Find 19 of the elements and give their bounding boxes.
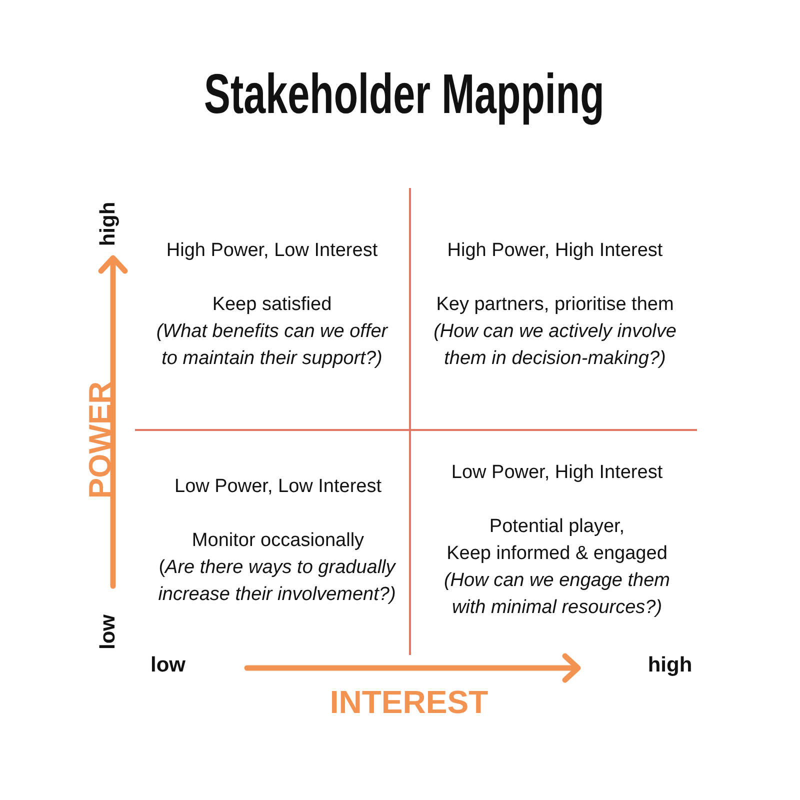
axis-end-label: low	[150, 654, 186, 676]
quadrant-question: (How can we engage them with minimal resources?)	[442, 569, 671, 620]
axis-end-label: low	[98, 614, 118, 650]
quadrant-heading: Low Power, High Interest	[450, 461, 664, 485]
quadrant-question: (How can we actively involve them in decision-making?)	[432, 320, 678, 371]
quadrant-question: (Are there ways to gradually increase their involvement?)	[157, 556, 397, 607]
quadrant-action: Potential player, Keep informed & engaged	[446, 515, 668, 566]
quadrant-question: (What benefits can we offer to maintain their support?)	[155, 320, 390, 371]
quadrant-heading: High Power, Low Interest	[165, 239, 379, 263]
quadrant-action: Keep satisfied	[211, 293, 333, 317]
quadrant-heading: Low Power, Low Interest	[174, 475, 382, 499]
axis-end-label: high	[648, 654, 692, 676]
quadrant-heading: High Power, High Interest	[446, 239, 664, 263]
axis-title: INTEREST	[330, 686, 488, 718]
axis-title: POWER	[84, 381, 116, 499]
quadrant-action: Monitor occasionally	[190, 529, 366, 553]
quadrant-action: Key partners, prioritise them	[435, 293, 675, 317]
axis-end-label: high	[98, 202, 118, 246]
title: Stakeholder Mapping	[204, 63, 604, 125]
